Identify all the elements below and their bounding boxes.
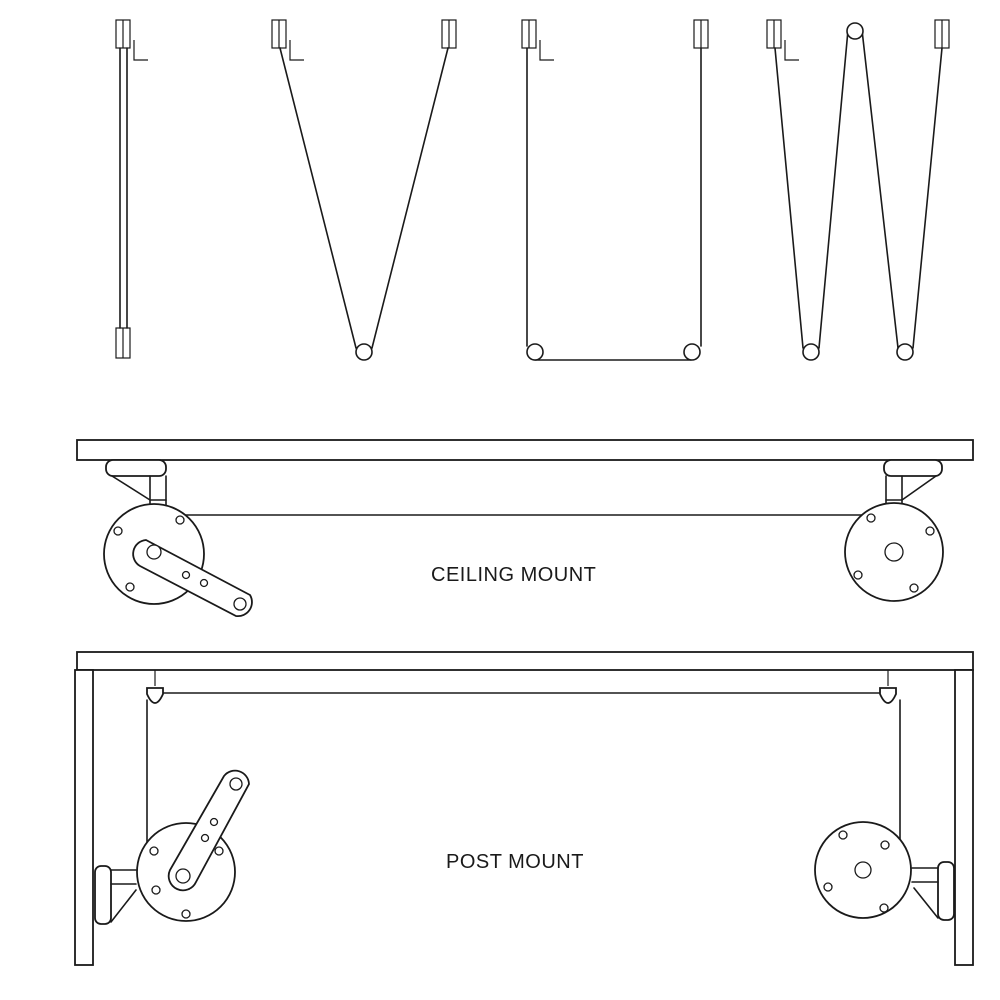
crank-handle — [167, 769, 250, 892]
u-layout — [521, 19, 709, 361]
cable — [912, 47, 943, 349]
left-post — [74, 669, 94, 966]
pulley-bracket — [115, 327, 131, 359]
top-pulley — [846, 22, 864, 40]
pulley-bracket — [115, 19, 148, 61]
pulley-bracket — [441, 19, 457, 49]
corner-pulley — [802, 343, 820, 361]
pulley-bracket — [693, 19, 709, 49]
cable — [774, 47, 804, 349]
ceiling-mount-label: CEILING MOUNT — [431, 564, 596, 586]
pulley-bracket — [521, 19, 554, 61]
v-layout — [271, 19, 457, 361]
cable — [371, 47, 449, 349]
corner-pulley — [526, 343, 544, 361]
ceiling-board — [76, 439, 974, 461]
cable — [818, 29, 849, 349]
ceiling-mount-diagram: CEILING MOUNT — [76, 439, 974, 618]
w-layout — [766, 19, 950, 361]
pulley-bracket — [934, 19, 950, 49]
idler-wheel — [814, 821, 912, 919]
pulley-bracket — [271, 19, 304, 61]
idler-wheel — [844, 502, 944, 602]
post-bracket — [911, 861, 955, 921]
cable — [861, 29, 899, 349]
corner-pulley — [355, 343, 373, 361]
pulley-bracket — [766, 19, 799, 61]
guide-roller — [146, 670, 164, 704]
top-beam — [76, 651, 974, 671]
right-post — [954, 669, 974, 966]
crank-handle — [132, 539, 253, 618]
post-bracket — [94, 865, 137, 925]
corner-pulley — [896, 343, 914, 361]
i-layout — [115, 19, 148, 359]
guide-roller — [879, 670, 897, 704]
post-mount-label: POST MOUNT — [446, 851, 584, 873]
post-mount-diagram: POST MOUNT — [74, 651, 974, 966]
cable — [279, 47, 357, 349]
corner-pulley — [683, 343, 701, 361]
